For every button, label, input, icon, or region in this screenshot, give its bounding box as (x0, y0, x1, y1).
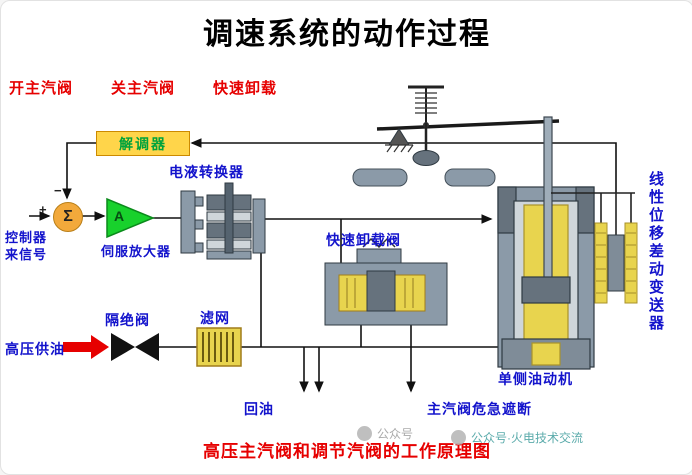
filter-label: 滤网 (200, 310, 230, 326)
valve-seat-right (444, 168, 496, 187)
watermark-right-text: 公众号·火电技术交流 (471, 431, 583, 445)
oil-lines (159, 214, 498, 393)
lvdt-label: 线性位移差动变送器 (647, 171, 664, 333)
steam-valve-disc (412, 150, 440, 166)
legend-quick-unload: 快速卸载 (213, 80, 278, 97)
watermark-left-text: 公众号 (377, 427, 414, 441)
controller-signal-line1: 控制器 (5, 230, 48, 245)
isolation-valve-label: 隔绝阀 (105, 312, 150, 328)
piston-rod (543, 116, 553, 290)
demodulator-block: 解调器 (96, 131, 190, 156)
servo-amp-triangle (106, 197, 155, 239)
legend-open-valve: 开主汽阀 (9, 80, 74, 97)
hp-oil-arrow (63, 335, 109, 359)
servo-amp-label: 伺服放大器 (101, 244, 172, 259)
watermark-right: 公众号·火电技术交流 (451, 429, 583, 446)
demod-to-sum-line (62, 142, 96, 200)
servomotor-label: 单侧油动机 (498, 371, 573, 387)
legend-row: 开主汽阀 关主汽阀 快速卸载 (9, 77, 277, 98)
bottom-caption: 高压主汽阀和调节汽阀的工作原理图 (203, 442, 491, 461)
quick-valve-label: 快速卸载阀 (326, 232, 401, 248)
eh-converter-label: 电液转换器 (169, 164, 244, 180)
servomotor-assembly (497, 116, 595, 370)
eh-converter-assembly (180, 182, 266, 260)
valve-seat-left (352, 168, 408, 187)
signal-lines (29, 138, 617, 221)
lvdt-core (607, 234, 625, 292)
lvdt-to-demod-line (190, 138, 617, 193)
emergency-trip-label: 主汽阀危急遮断 (427, 401, 532, 417)
watermark-left: 公众号 (357, 425, 413, 442)
summing-junction: Σ (53, 202, 83, 232)
oil-return-label: 回油 (244, 401, 274, 417)
isolation-valve-symbol (111, 333, 159, 361)
watermark-icon (357, 426, 372, 441)
watermark-icon (451, 430, 466, 445)
piston (521, 276, 571, 304)
plus-sign: + (39, 202, 47, 217)
lever-mechanism (352, 85, 560, 187)
lvdt-assembly (551, 192, 638, 304)
quick-unload-valve-assembly (324, 237, 448, 326)
legend-close-valve: 关主汽阀 (111, 80, 176, 97)
controller-signal-label: 控制器 来信号 (5, 229, 47, 263)
hp-oil-label: 高压供油 (5, 341, 65, 357)
page-title: 调速系统的动作过程 (203, 18, 491, 51)
filter-symbol (196, 327, 242, 367)
amplifier-symbol: A (114, 208, 125, 224)
controller-signal-line2: 来信号 (5, 247, 48, 262)
minus-sign: − (54, 183, 62, 198)
